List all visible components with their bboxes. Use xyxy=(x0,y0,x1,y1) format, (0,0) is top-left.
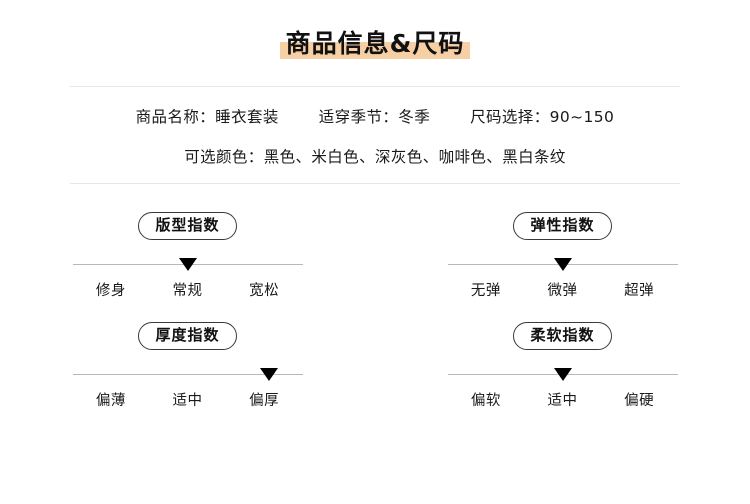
scale-marker-triangle-icon xyxy=(553,258,572,271)
index-label-fit: 版型指数 xyxy=(138,212,237,240)
index-group-thickness: 厚度指数 偏薄 适中 偏厚 xyxy=(0,322,375,410)
colors-label: 可选颜色： xyxy=(184,148,264,166)
page-title: 商品信息&尺码 xyxy=(279,28,471,59)
index-option: 适中 xyxy=(547,393,578,409)
index-scale-fit xyxy=(72,258,303,271)
index-options-thickness: 偏薄 适中 偏厚 xyxy=(73,389,303,410)
index-scale-elasticity xyxy=(447,258,678,271)
product-info-block: 商品名称：睡衣套装 适穿季节：冬季 尺码选择：90~150 可选颜色：黑色、米白… xyxy=(70,86,680,184)
size-range-cell: 尺码选择：90~150 xyxy=(470,105,614,127)
scale-marker-triangle-icon xyxy=(178,258,197,271)
index-option: 偏厚 xyxy=(249,393,280,409)
index-group-elasticity: 弹性指数 无弹 微弹 超弹 xyxy=(375,212,750,300)
index-options-fit: 修身 常规 宽松 xyxy=(73,279,303,300)
index-grid: 版型指数 修身 常规 宽松 弹性指数 无弹 微弹 超弹 厚度指数 偏薄 xyxy=(0,212,750,410)
index-option: 适中 xyxy=(172,393,203,409)
index-label-thickness: 厚度指数 xyxy=(138,322,237,350)
index-options-elasticity: 无弹 微弹 超弹 xyxy=(448,279,678,300)
page-title-text: 商品信息&尺码 xyxy=(285,28,465,58)
product-name-value: 睡衣套装 xyxy=(215,108,279,126)
index-label-softness: 柔软指数 xyxy=(513,322,612,350)
scale-marker-triangle-icon xyxy=(260,368,279,381)
index-group-softness: 柔软指数 偏软 适中 偏硬 xyxy=(375,322,750,410)
index-label-elasticity: 弹性指数 xyxy=(513,212,612,240)
index-option: 无弹 xyxy=(470,283,501,299)
index-scale-thickness xyxy=(72,368,303,381)
index-option: 偏软 xyxy=(470,393,501,409)
size-range-label: 尺码选择： xyxy=(470,108,550,126)
season-cell: 适穿季节：冬季 xyxy=(319,105,430,127)
product-name-cell: 商品名称：睡衣套装 xyxy=(136,105,279,127)
index-option: 超弹 xyxy=(624,283,655,299)
index-option: 微弹 xyxy=(547,283,578,299)
index-option: 宽松 xyxy=(249,283,280,299)
product-name-label: 商品名称： xyxy=(135,108,216,126)
index-option: 偏硬 xyxy=(624,393,655,409)
product-info-row-2: 可选颜色：黑色、米白色、深灰色、咖啡色、黑白条纹 xyxy=(70,145,680,167)
index-option: 修身 xyxy=(95,283,126,299)
scale-line xyxy=(72,374,303,375)
colors-value: 黑色、米白色、深灰色、咖啡色、黑白条纹 xyxy=(263,148,566,166)
season-value: 冬季 xyxy=(398,108,431,126)
product-info-row-1: 商品名称：睡衣套装 适穿季节：冬季 尺码选择：90~150 xyxy=(70,105,680,127)
index-option: 偏薄 xyxy=(95,393,126,409)
index-option: 常规 xyxy=(172,283,203,299)
title-highlight-band xyxy=(279,41,471,59)
colors-cell: 可选颜色：黑色、米白色、深灰色、咖啡色、黑白条纹 xyxy=(184,145,566,167)
index-options-softness: 偏软 适中 偏硬 xyxy=(448,389,678,410)
size-range-value: 90~150 xyxy=(549,108,615,126)
season-label: 适穿季节： xyxy=(318,108,399,126)
page-header: 商品信息&尺码 xyxy=(0,0,750,86)
index-group-fit: 版型指数 修身 常规 宽松 xyxy=(0,212,375,300)
scale-marker-triangle-icon xyxy=(553,368,572,381)
index-scale-softness xyxy=(447,368,678,381)
